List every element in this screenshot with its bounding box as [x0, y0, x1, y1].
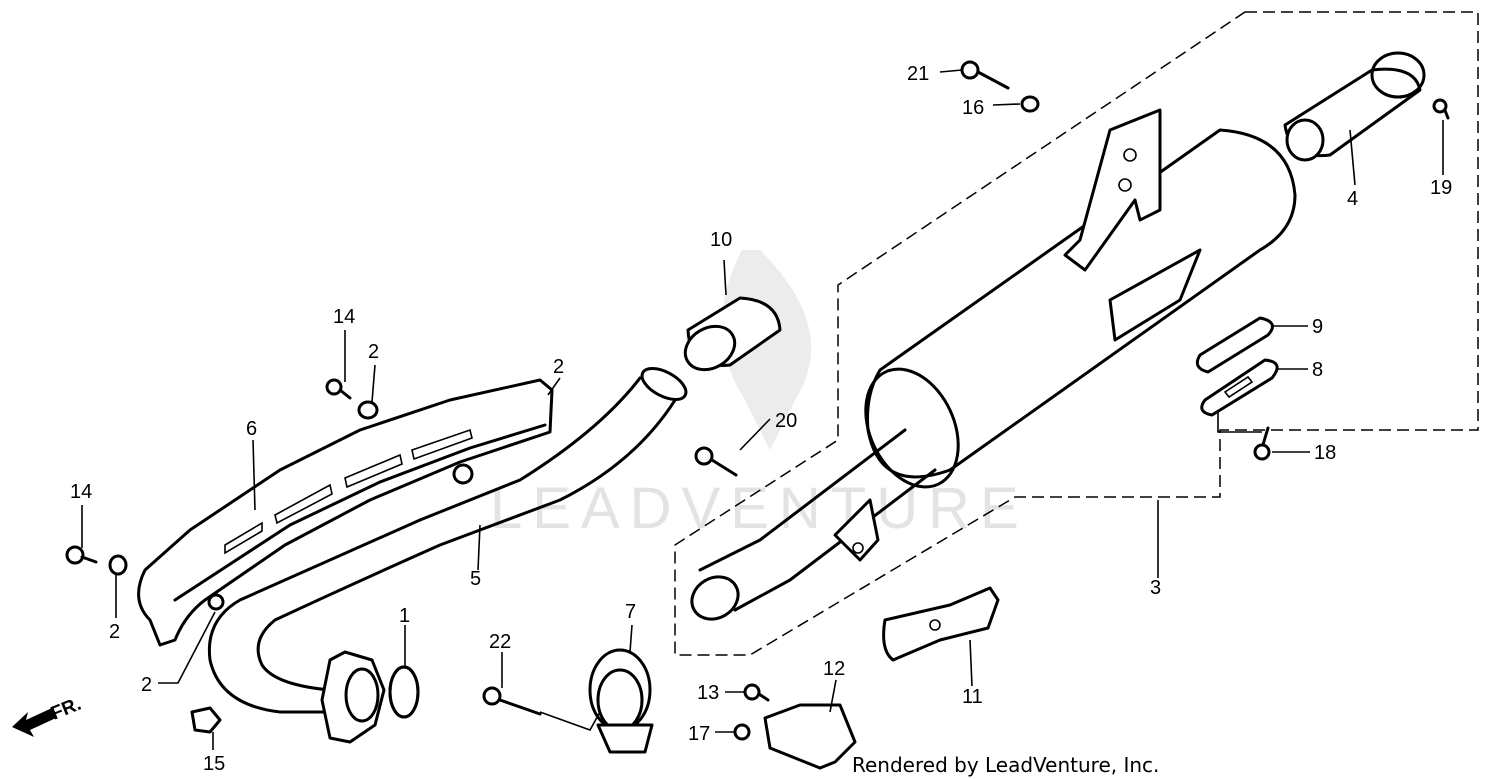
callout-4: 4	[1347, 188, 1358, 210]
bolt-13	[743, 683, 770, 702]
callout-1: 1	[399, 605, 410, 627]
callout-3: 3	[1150, 577, 1161, 599]
callout-19: 19	[1430, 177, 1452, 199]
front-direction-indicator: FR.	[12, 694, 84, 737]
callout-5: 5	[470, 568, 481, 590]
callout-2-upper: 2	[368, 341, 379, 363]
callout-7: 7	[625, 601, 636, 623]
callout-8: 8	[1312, 359, 1323, 381]
callout-9: 9	[1312, 316, 1323, 338]
callout-2-shield: 2	[553, 356, 564, 378]
washer-16	[1020, 95, 1040, 113]
bolt-19	[1432, 98, 1450, 120]
callout-15: 15	[203, 753, 225, 775]
bolt-21	[960, 60, 1010, 90]
bracket-lower	[763, 703, 857, 770]
joint-collar	[683, 296, 782, 372]
callout-2-left: 2	[109, 621, 120, 643]
nut-17	[733, 723, 751, 741]
callout-16: 16	[962, 97, 984, 119]
arrow-left-icon	[12, 708, 56, 737]
footer-credit: Rendered by LeadVenture, Inc.	[852, 753, 1159, 777]
callout-10: 10	[710, 229, 732, 251]
callout-labels: 21 16 4 19 9 8 18 3 10 20 14 2 6 2 5 14 …	[70, 63, 1452, 775]
nut-15	[190, 706, 222, 734]
callout-6: 6	[246, 418, 257, 440]
leader-lines	[81, 69, 1444, 750]
bracket-upper	[882, 586, 1000, 662]
watermark-text: LEADVENTURE	[490, 476, 1029, 541]
callout-14-left: 14	[70, 481, 92, 503]
callout-17: 17	[688, 723, 710, 745]
bolt-22	[482, 686, 542, 716]
washer-2-left	[108, 554, 128, 576]
callout-20: 20	[775, 410, 797, 432]
muffler	[690, 108, 1297, 621]
bolt-18	[1253, 426, 1271, 461]
tail-pipe	[1283, 51, 1426, 162]
bolt-14-left	[65, 545, 98, 565]
callout-21: 21	[907, 63, 929, 85]
assembly-outline	[674, 11, 1479, 656]
callout-18: 18	[1314, 442, 1336, 464]
heat-shield	[137, 378, 554, 647]
callout-22: 22	[489, 631, 511, 653]
spark-arrester-plate	[1200, 358, 1279, 433]
bolt-14-upper	[325, 378, 352, 400]
washer-2-upper	[357, 400, 379, 420]
pipe-clamp	[588, 648, 654, 754]
spark-arrester-gasket	[1195, 316, 1274, 374]
callout-13: 13	[697, 682, 719, 704]
callout-12: 12	[823, 658, 845, 680]
callout-11: 11	[962, 686, 983, 708]
direction-label: FR.	[48, 694, 84, 725]
bolt-20	[694, 446, 738, 477]
gasket-1	[388, 665, 420, 719]
callout-14-upper: 14	[333, 306, 355, 328]
callout-2-lower: 2	[141, 674, 152, 696]
